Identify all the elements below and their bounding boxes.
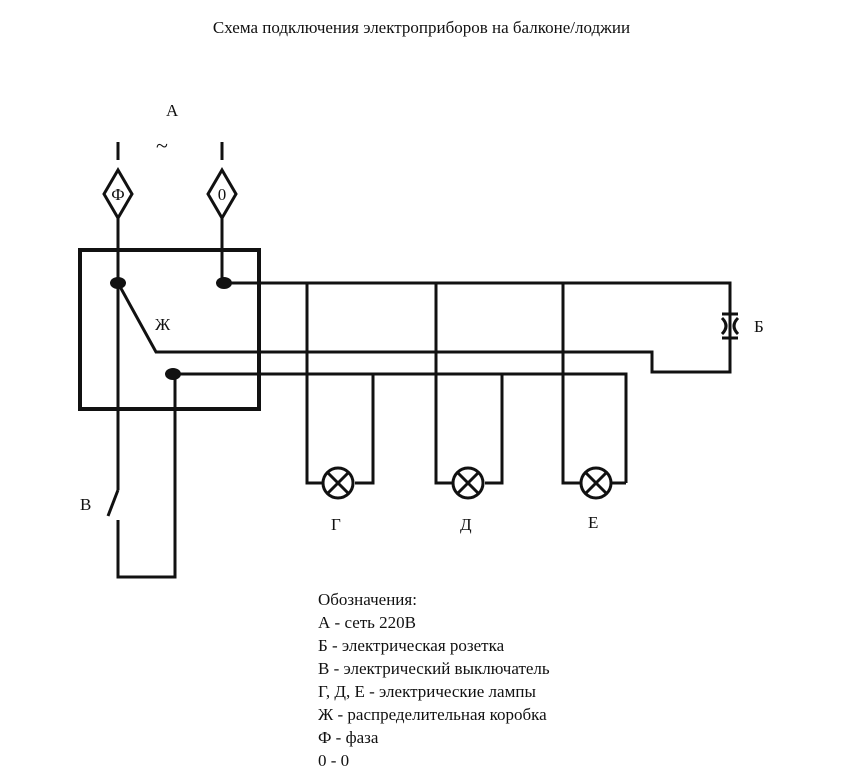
legend-item: А - сеть 220В — [318, 613, 417, 632]
legend: Обозначения: А - сеть 220В Б - электриче… — [318, 588, 550, 772]
junction-box — [78, 248, 261, 411]
label-phase: Ф — [111, 185, 124, 204]
diagram-title: Схема подключения электроприборов на бал… — [212, 18, 631, 37]
switched-bus — [173, 372, 628, 483]
lamp-e-icon — [579, 466, 613, 500]
label-lamp-d: Д — [460, 515, 472, 534]
zero-bus — [224, 281, 732, 314]
lamp2-switched-wire — [485, 374, 504, 485]
switch-contact — [106, 489, 120, 517]
lamp-d-icon — [451, 466, 485, 500]
phase-bus — [116, 282, 732, 374]
legend-item: Б - электрическая розетка — [318, 636, 505, 655]
legend-item: Ф - фаза — [318, 728, 379, 747]
switch-return-wire — [116, 374, 177, 579]
lamp1-zero-wire — [305, 283, 322, 485]
ac-symbol: ~ — [156, 133, 168, 158]
label-socket: Б — [754, 317, 764, 336]
legend-item: 0 - 0 — [318, 751, 350, 770]
lamp2-zero-wire — [434, 283, 452, 485]
label-lamp-e: Е — [588, 513, 598, 532]
label-zero: 0 — [218, 185, 227, 204]
label-network: А — [166, 101, 179, 120]
label-lamp-g: Г — [331, 515, 341, 534]
legend-item: В - электрический выключатель — [318, 659, 550, 678]
label-box: Ж — [155, 315, 171, 334]
socket-icon — [720, 312, 740, 340]
lamp1-switched-wire — [355, 374, 375, 485]
legend-item: Г, Д, Е - электрические лампы — [318, 682, 536, 701]
lamp-g-icon — [321, 466, 355, 500]
lamp3-zero-wire — [561, 283, 580, 485]
legend-item: Ж - распределительная коробка — [318, 705, 547, 724]
legend-heading: Обозначения: — [318, 590, 417, 609]
label-switch: В — [80, 495, 91, 514]
